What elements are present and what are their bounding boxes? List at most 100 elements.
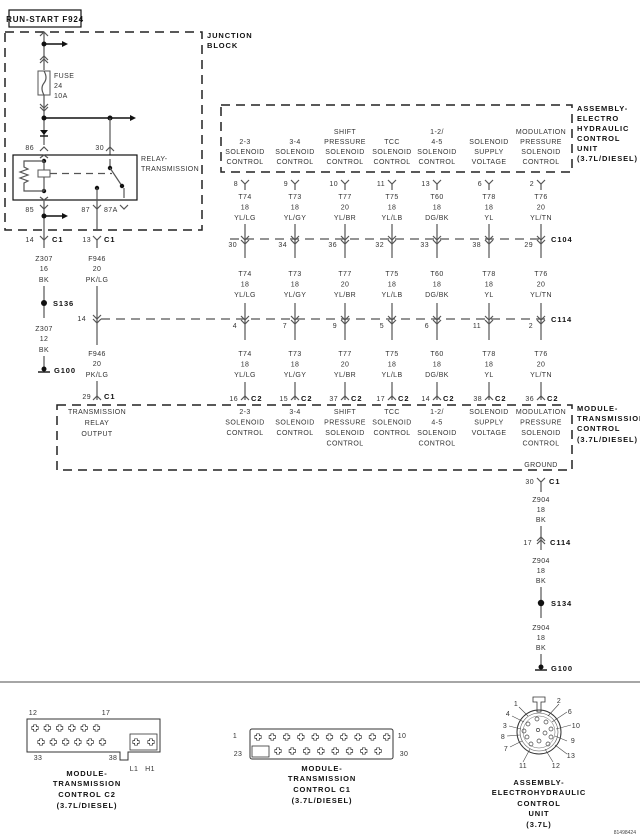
wire-gauge: 18 — [241, 282, 250, 289]
svg-text:L1: L1 — [130, 766, 139, 773]
wire-circuit: T74 — [238, 351, 251, 358]
svg-text:38: 38 — [109, 755, 118, 762]
ehcu-function-label: 3-4 — [289, 139, 300, 146]
svg-text:Z904: Z904 — [532, 558, 550, 565]
ehcu-function-label: 2-3 — [239, 139, 250, 146]
wire-color: YL/BR — [334, 372, 356, 379]
pin-cavity — [331, 747, 339, 755]
pin-cavity — [283, 733, 291, 741]
solenoid-column: 3-4SOLENOIDCONTROL3-4SOLENOIDCONTROL9T73… — [275, 139, 314, 437]
svg-text:2: 2 — [557, 698, 561, 705]
svg-text:CONTROL: CONTROL — [577, 134, 620, 143]
svg-text:12: 12 — [40, 336, 49, 343]
c2-pin: 38 — [473, 396, 482, 403]
wire-gauge: 18 — [388, 205, 397, 212]
pin-cavity — [86, 738, 94, 746]
pin-cavity — [62, 738, 70, 746]
tcm-ground-label: GROUND — [524, 462, 558, 469]
pin-cavity — [147, 738, 155, 746]
svg-text:(3.7L/DIESEL): (3.7L/DIESEL) — [292, 796, 353, 805]
tcm-function-label: VOLTAGE — [472, 430, 507, 437]
svg-text:MODULE-: MODULE- — [577, 404, 618, 413]
svg-text:TRANSMISSION: TRANSMISSION — [53, 779, 121, 788]
solenoid-columns: 2-3SOLENOIDCONTROL2-3SOLENOIDCONTROL8T74… — [225, 129, 566, 448]
wire-circuit: T73 — [288, 271, 301, 278]
c114-pin: 5 — [380, 323, 384, 330]
ehcu-label: ASSEMBLY- ELECTRO HYDRAULIC CONTROL UNIT… — [577, 104, 637, 163]
tcm-function-label: 3-4 — [289, 409, 300, 416]
wire-circuit: T78 — [482, 271, 495, 278]
junction-block-outline — [4, 31, 203, 231]
c2-label: C2 — [351, 394, 362, 403]
junction-block-label-1: JUNCTION — [207, 31, 253, 40]
wire-gauge: 18 — [388, 362, 397, 369]
tcm-function-label: PRESSURE — [324, 420, 366, 427]
c114-pin: 11 — [473, 323, 481, 330]
c114-pin: 6 — [425, 323, 429, 330]
relay-internals — [18, 154, 125, 230]
pin-cavity — [254, 733, 262, 741]
svg-text:11: 11 — [519, 763, 527, 770]
tcm-function-label: 2-3 — [239, 409, 250, 416]
svg-text:(3.7L): (3.7L) — [526, 820, 551, 829]
svg-text:C1: C1 — [549, 477, 560, 486]
wire-gauge: 20 — [537, 362, 546, 369]
solenoid-column: SHIFTPRESSURESOLENOIDCONTROLSHIFTPRESSUR… — [324, 129, 366, 448]
wire-color: YL/TN — [530, 292, 552, 299]
svg-text:8: 8 — [501, 734, 505, 741]
svg-text:33: 33 — [34, 755, 43, 762]
pin-cavity — [340, 733, 348, 741]
c104-pin: 38 — [472, 242, 481, 249]
ehcu-function-label: SOLENOID — [325, 149, 364, 156]
pin-cavity — [132, 738, 140, 746]
tcm-function-label: SOLENOID — [225, 420, 264, 427]
svg-text:C1: C1 — [104, 235, 115, 244]
c114-pin: 9 — [333, 323, 337, 330]
wire-gauge: 18 — [291, 205, 300, 212]
svg-text:RELAY: RELAY — [85, 420, 109, 427]
wire-gauge: 18 — [433, 282, 442, 289]
tcm-function-label: SOLENOID — [372, 420, 411, 427]
svg-text:ELECTRO: ELECTRO — [577, 114, 619, 123]
ehcu-function-label: 4-5 — [431, 139, 442, 146]
wire-circuit: T76 — [534, 271, 547, 278]
wire-gauge: 20 — [537, 282, 546, 289]
tcm-function-label: MODULATION — [516, 409, 566, 416]
pin-cavity — [56, 724, 64, 732]
wire-circuit: T75 — [385, 271, 398, 278]
wire-color: DG/BK — [425, 372, 449, 379]
svg-text:MODULE-: MODULE- — [66, 769, 107, 778]
wire-color: YL/LB — [381, 292, 402, 299]
c104-pin: 36 — [328, 242, 337, 249]
c2-pin: 36 — [525, 396, 534, 403]
title-box — [8, 9, 82, 28]
tcm-function-label: CONTROL — [326, 441, 363, 448]
svg-text:F946: F946 — [88, 256, 106, 263]
svg-text:17: 17 — [523, 540, 532, 547]
svg-text:Z307: Z307 — [35, 326, 53, 333]
pin-cavity — [49, 738, 57, 746]
c2-pin: 15 — [279, 396, 288, 403]
wire-color: YL/LB — [381, 215, 402, 222]
figure-id: 81498424 — [614, 830, 636, 836]
ehcu-function-label: PRESSURE — [324, 139, 366, 146]
c114-pin: 4 — [233, 323, 237, 330]
svg-text:H1: H1 — [145, 766, 155, 773]
wire-color: DG/BK — [425, 292, 449, 299]
tcm-function-label: SHIFT — [334, 409, 357, 416]
fuse-label: FUSE — [54, 73, 74, 80]
svg-text:C1: C1 — [104, 392, 115, 401]
wire-circuit: T78 — [482, 351, 495, 358]
pin-cavity — [368, 733, 376, 741]
pin-cavity — [303, 747, 311, 755]
svg-text:TRANSMISSION: TRANSMISSION — [577, 414, 640, 423]
pin-cavity — [68, 724, 76, 732]
c104-pin: 30 — [228, 242, 237, 249]
svg-text:TRANSMISSION: TRANSMISSION — [68, 409, 126, 416]
ehcu-function-label: CONTROL — [418, 159, 455, 166]
ehcu-pin: 8 — [234, 181, 238, 188]
relay-pin-87a: 87A — [104, 207, 118, 214]
svg-text:1: 1 — [514, 701, 518, 708]
wire-color: YL/LB — [381, 372, 402, 379]
